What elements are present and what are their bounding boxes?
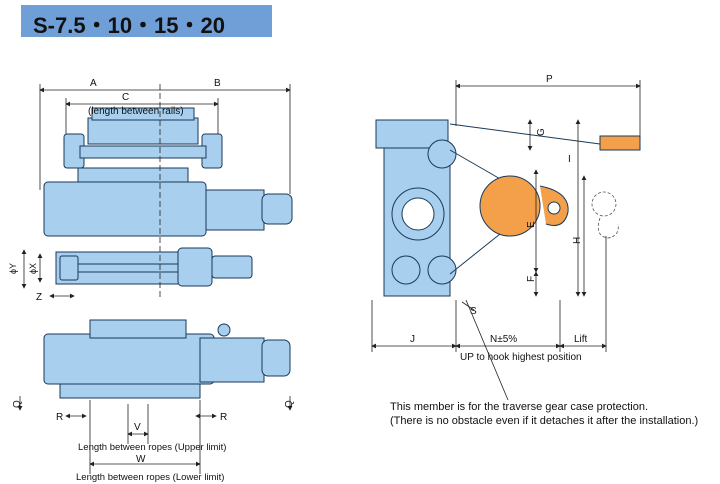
- up-note: UP to hook highest position: [460, 352, 582, 363]
- dim-W-label: W: [136, 454, 146, 465]
- title: S-7.5・10・15・20: [33, 13, 225, 38]
- trolley-plate: [91, 107, 195, 121]
- dim-J-label: J: [410, 334, 415, 345]
- side-top-plate: [375, 119, 449, 149]
- dim-H-label: H: [572, 237, 583, 244]
- front-dimensions: [21, 84, 291, 300]
- drum-body: [43, 181, 207, 237]
- dim-C-label: C: [122, 92, 129, 103]
- front-view: [43, 107, 293, 287]
- side-dimensions: [371, 80, 641, 401]
- hook-block: [479, 175, 569, 237]
- bottom-drum: [43, 333, 215, 385]
- protection-member: [449, 123, 641, 151]
- note-line-2: (There is no obstacle even if it detache…: [390, 415, 698, 427]
- trolley-frame-top: [87, 117, 199, 145]
- title-banner: S-7.5・10・15・20: [21, 5, 272, 38]
- dim-Q-right: Q: [284, 400, 295, 408]
- dim-I-label: I: [568, 154, 571, 165]
- bottom-view: [43, 319, 291, 399]
- dim-X-label: ϕX: [28, 263, 38, 274]
- dim-E-label: E: [526, 221, 537, 228]
- dim-G-label: G: [536, 128, 547, 136]
- hook-lower-outline: [591, 191, 619, 239]
- upper-limit-note: Length between ropes (Upper limit): [78, 442, 226, 453]
- dim-V-label: V: [134, 422, 141, 433]
- dim-S-label: S: [470, 306, 477, 317]
- side-view: [375, 119, 503, 297]
- dim-Lift-label: Lift: [574, 334, 588, 345]
- lower-limit-note: Length between ropes (Lower limit): [76, 472, 224, 483]
- dim-B-label: B: [214, 78, 221, 89]
- dim-Q-left: Q: [12, 400, 23, 408]
- dim-F-label: F: [526, 276, 537, 282]
- dim-Y-label: ϕY: [8, 263, 18, 274]
- dim-R-left: R: [56, 412, 63, 423]
- dim-N-label: N±5%: [490, 334, 517, 345]
- dim-R-right: R: [220, 412, 227, 423]
- dim-A-label: A: [90, 78, 97, 89]
- dim-Z-label: Z: [36, 292, 42, 303]
- note-line-1: This member is for the traverse gear cas…: [390, 401, 648, 413]
- bottom-motor: [199, 337, 265, 383]
- bottom-dimensions: [17, 396, 293, 474]
- dim-P-label: P: [546, 74, 553, 85]
- hoist-motor: [205, 189, 265, 231]
- rails-note: (length between rails): [88, 106, 184, 117]
